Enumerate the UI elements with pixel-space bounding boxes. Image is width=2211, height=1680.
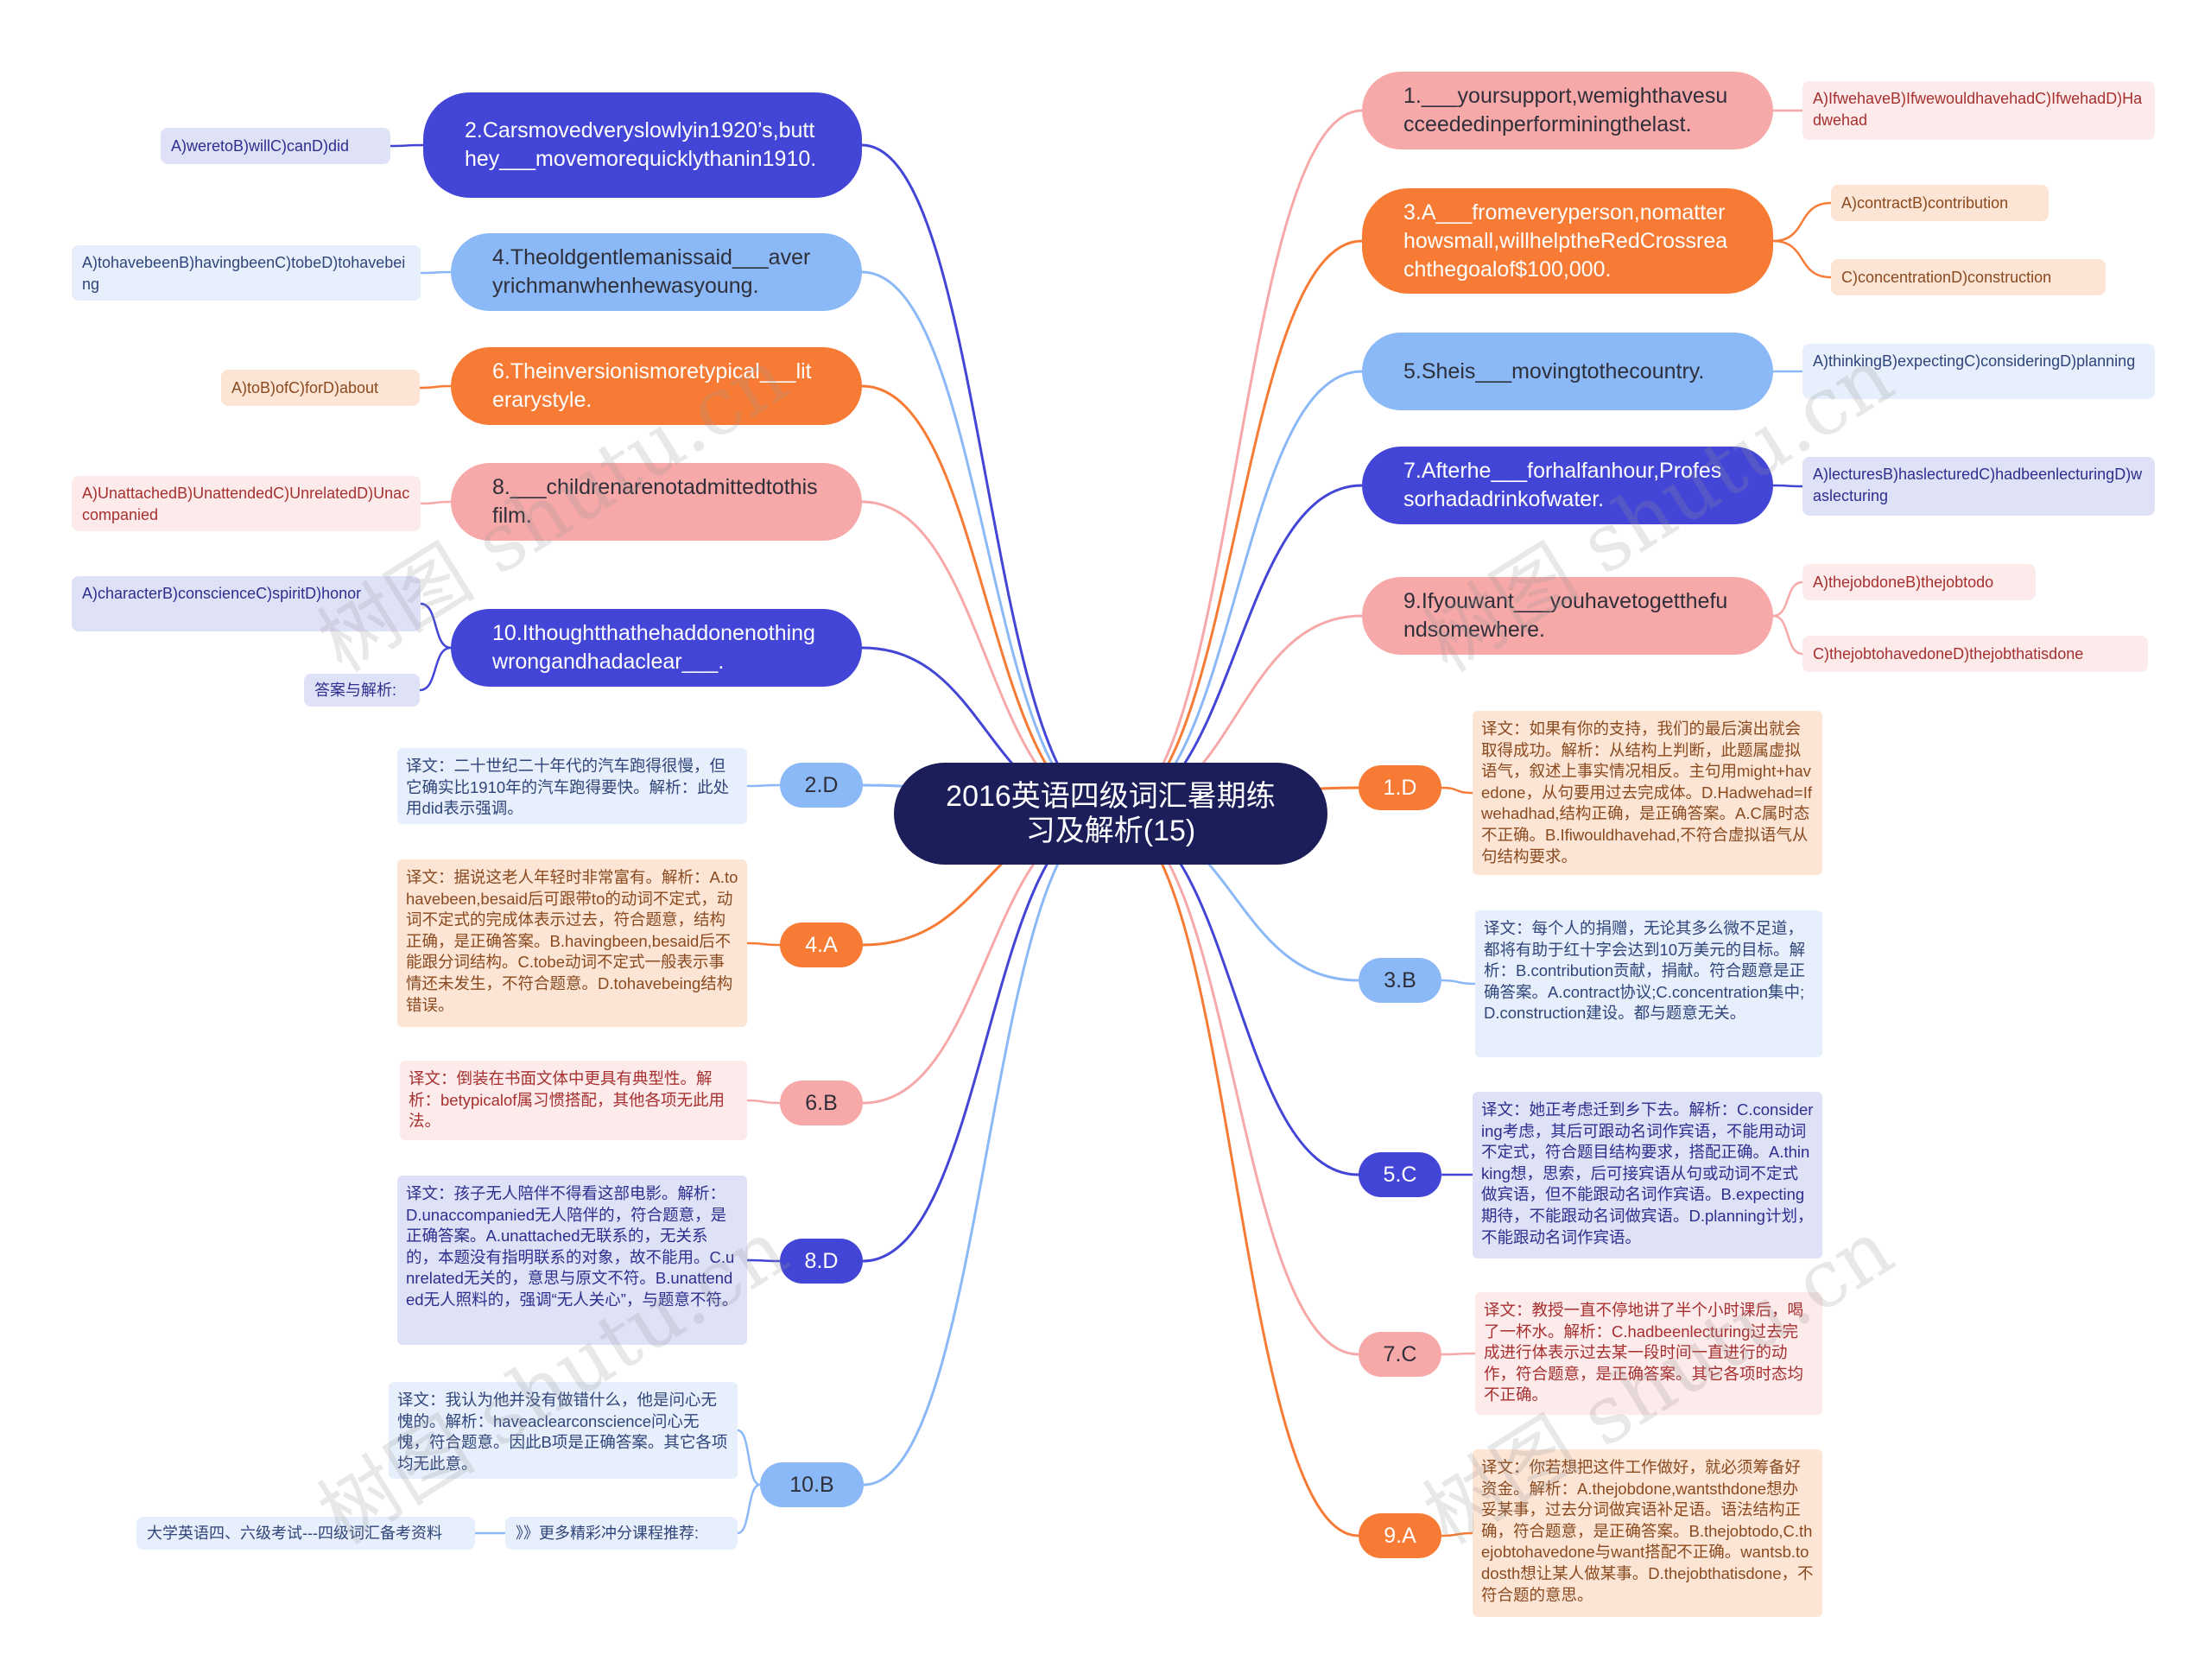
answer-2[interactable]: 2.D xyxy=(780,763,863,808)
question-9-text: 9.Ifyouwant___youhavetogetthefundsomewhe… xyxy=(1403,589,1728,642)
options-1[interactable]: A)IfwehaveB)IfwewouldhavehadC)IfwehadD)H… xyxy=(1802,81,2155,140)
link-o7 xyxy=(1772,484,1803,488)
answer-3[interactable]: 3.B xyxy=(1359,958,1441,1003)
options-5[interactable]: A)thinkingB)expectingC)consideringD)plan… xyxy=(1802,344,2155,399)
options-9a[interactable]: A)thejobdoneB)thejobtodo xyxy=(1802,564,2036,600)
explanation-6[interactable]: 译文：倒装在书面文体中更具有典型性。解析：betypicalof属习惯搭配，其他… xyxy=(400,1061,747,1140)
explanation-10[interactable]: 译文：我认为他并没有做错什么，他是问心无愧的。解析：haveaclearcons… xyxy=(389,1382,738,1479)
link-e2 xyxy=(746,783,781,788)
options-3a[interactable]: A)contractB)contribution xyxy=(1831,185,2049,221)
link-a5 xyxy=(1110,812,1359,1176)
question-7[interactable]: 7.Afterhe___forhalfanhour,Professorhadad… xyxy=(1362,447,1773,524)
question-5[interactable]: 5.Sheis___movingtothecountry. xyxy=(1362,333,1773,410)
link-o9b xyxy=(1772,614,1803,656)
options-10[interactable]: A)characterB)conscienceC)spiritD)honor xyxy=(72,576,421,631)
link-o4 xyxy=(420,270,452,275)
options-9b[interactable]: C)thejobtohavedoneD)thejobthatisdone xyxy=(1802,636,2148,672)
recommend-link[interactable]: 大学英语四、六级考试---四级词汇备考资料 xyxy=(136,1517,475,1550)
answer-4[interactable]: 4.A xyxy=(780,922,863,967)
explanation-9[interactable]: 译文：你若想把这件工作做好，就必须筹备好资金。解析：A.thejobdone,w… xyxy=(1473,1449,1822,1617)
link-o3a xyxy=(1772,201,1832,243)
question-4-text: 4.Theoldgentlemanissaid___averyrichmanwh… xyxy=(492,245,811,298)
question-3[interactable]: 3.A___fromeveryperson,nomatterhowsmall,w… xyxy=(1362,188,1773,294)
link-o6 xyxy=(419,384,452,390)
link-e1 xyxy=(1441,786,1473,795)
link-o2 xyxy=(390,143,424,148)
link-o9a xyxy=(1772,580,1803,618)
question-6-text: 6.Theinversionismoretypical___literaryst… xyxy=(492,359,812,412)
question-2-text: 2.Carsmovedveryslowlyin1920’s,butthey___… xyxy=(465,118,817,171)
question-10-text: 10.Ithoughtthathehaddonenothingwrongandh… xyxy=(492,621,815,674)
explanation-2[interactable]: 译文：二十世纪二十年代的汽车跑得很慢，但它确实比1910年的汽车跑得要快。解析：… xyxy=(397,748,747,824)
explanation-8[interactable]: 译文：孩子无人陪伴不得看这部电影。解析：D.unaccompanied无人陪伴的… xyxy=(397,1176,747,1345)
options-2[interactable]: A)weretoB)willC)canD)did xyxy=(161,128,390,164)
explanation-7[interactable]: 译文：教授一直不停地讲了半个小时课后，喝了一杯水。解析：C.hadbeenlec… xyxy=(1475,1292,1822,1415)
link-e9 xyxy=(1441,1531,1473,1537)
question-9[interactable]: 9.Ifyouwant___youhavetogetthefundsomewhe… xyxy=(1362,577,1773,655)
options-4[interactable]: A)tohavebeenB)havingbeenC)tobeD)tohavebe… xyxy=(72,245,421,301)
options-6[interactable]: A)toB)ofC)forD)about xyxy=(221,370,420,406)
answer-10[interactable]: 10.B xyxy=(760,1462,864,1507)
answer-8[interactable]: 8.D xyxy=(780,1239,863,1284)
central-topic[interactable]: 2016英语四级词汇暑期练习及解析(15) xyxy=(894,763,1327,865)
answer-6[interactable]: 6.B xyxy=(780,1081,863,1125)
explanation-4[interactable]: 译文：据说这老人年轻时非常富有。解析：A.tohavebeen,besaid后可… xyxy=(397,859,747,1027)
question-4[interactable]: 4.Theoldgentlemanissaid___averyrichmanwh… xyxy=(451,233,862,311)
answer-5[interactable]: 5.C xyxy=(1359,1152,1441,1197)
explanation-3[interactable]: 译文：每个人的捐赠，无论其多么微不足道，都将有助于红十字会达到10万美元的目标。… xyxy=(1475,910,1822,1057)
options-3b[interactable]: C)concentrationD)construction xyxy=(1831,259,2106,295)
answer-9[interactable]: 9.A xyxy=(1359,1513,1441,1558)
link-e3 xyxy=(1441,979,1476,986)
answer-heading[interactable]: 答案与解析: xyxy=(304,674,420,707)
link-q2 xyxy=(861,143,1112,815)
link-q1 xyxy=(1110,109,1363,815)
link-o8 xyxy=(420,500,452,505)
question-10[interactable]: 10.Ithoughtthathehaddonenothingwrongandh… xyxy=(451,609,862,687)
link-o10b xyxy=(419,646,452,692)
options-8[interactable]: A)UnattachedB)UnattendedC)UnrelatedD)Una… xyxy=(72,476,421,531)
question-7-text: 7.Afterhe___forhalfanhour,Professorhadad… xyxy=(1403,459,1722,511)
question-8[interactable]: 8.___childrenarenotadmittedtothisfilm. xyxy=(451,463,862,541)
link-o10a xyxy=(420,602,452,650)
explanation-1[interactable]: 译文：如果有你的支持，我们的最后演出就会取得成功。解析：从结构上判断，此题属虚拟… xyxy=(1473,711,1822,875)
question-8-text: 8.___childrenarenotadmittedtothisfilm. xyxy=(492,475,818,528)
explanation-5[interactable]: 译文：她正考虑迁到乡下去。解析：C.considering考虑，其后可跟动名词作… xyxy=(1473,1092,1822,1258)
link-e4 xyxy=(746,941,781,947)
recommend-label[interactable]: 》》更多精彩冲分课程推荐: xyxy=(505,1517,738,1550)
question-1[interactable]: 1.___yoursupport,wemighthavesucceededinp… xyxy=(1362,72,1773,149)
question-5-text: 5.Sheis___movingtothecountry. xyxy=(1403,358,1705,384)
link-a10 xyxy=(863,812,1112,1487)
question-3-text: 3.A___fromeveryperson,nomatterhowsmall,w… xyxy=(1403,200,1728,282)
link-e10a xyxy=(737,1429,761,1487)
link-q5 xyxy=(1110,370,1363,815)
question-6[interactable]: 6.Theinversionismoretypical___literaryst… xyxy=(451,347,862,425)
link-q3 xyxy=(1110,239,1363,815)
link-q6 xyxy=(861,384,1112,815)
answer-7[interactable]: 7.C xyxy=(1359,1332,1441,1377)
link-e10b xyxy=(737,1483,761,1535)
link-o3b xyxy=(1772,239,1832,279)
options-7[interactable]: A)lecturesB)haslecturedC)hadbeenlecturin… xyxy=(1802,457,2155,516)
link-a9 xyxy=(1110,812,1359,1537)
link-a7 xyxy=(1110,812,1359,1356)
question-1-text: 1.___yoursupport,wemighthavesucceededinp… xyxy=(1403,84,1728,136)
answer-1[interactable]: 1.D xyxy=(1359,765,1441,810)
link-e6 xyxy=(746,1099,781,1105)
question-2[interactable]: 2.Carsmovedveryslowlyin1920’s,butthey___… xyxy=(423,92,862,198)
link-e8 xyxy=(746,1258,781,1263)
